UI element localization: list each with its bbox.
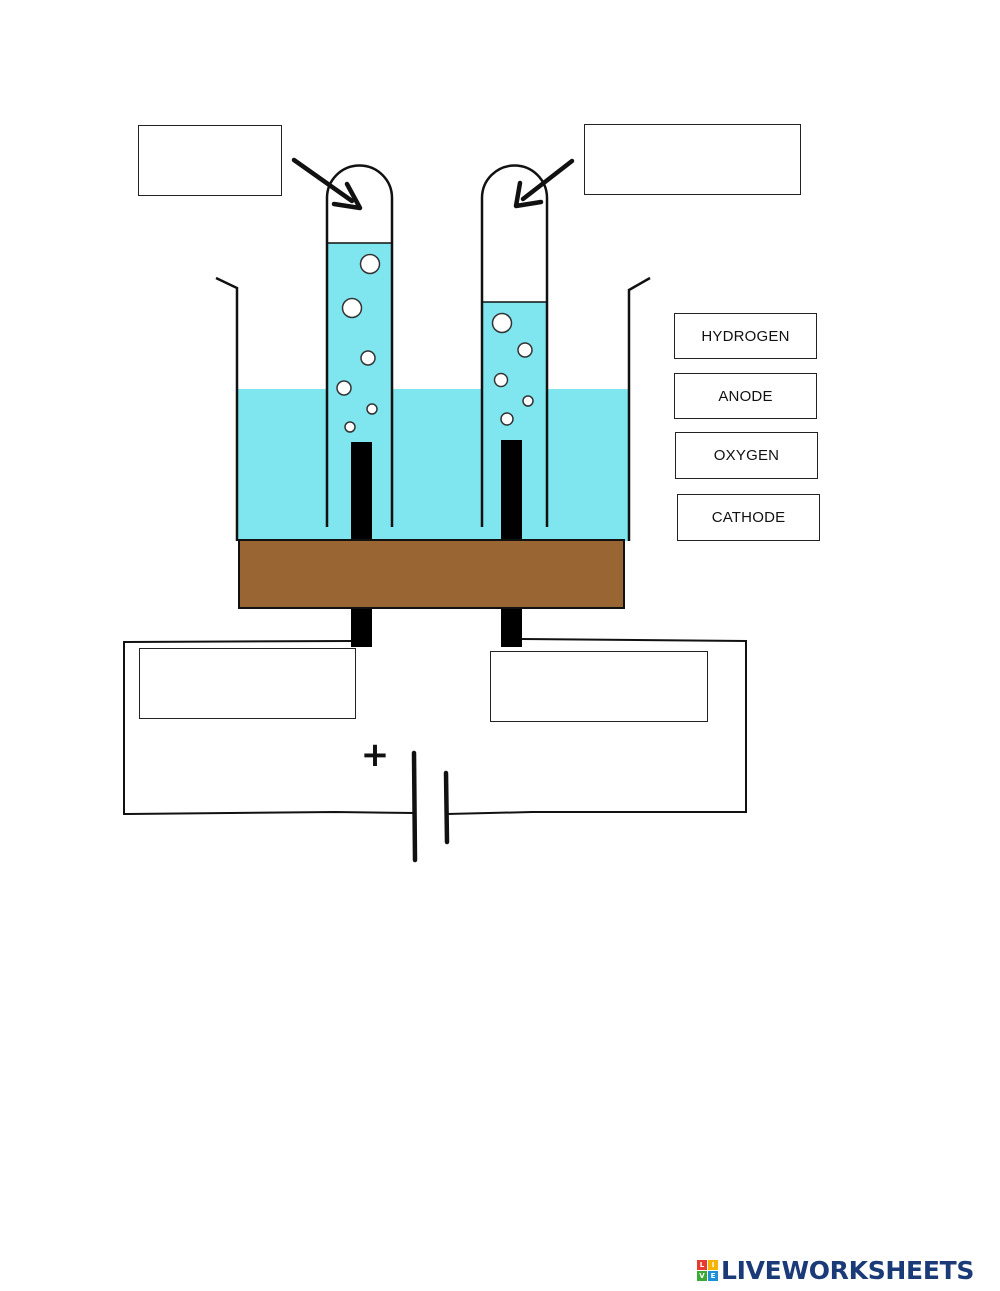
beaker (215, 276, 651, 541)
gas-bubbles (336, 253, 534, 433)
circuit-wire (123, 638, 747, 816)
right-electrode-drop-box[interactable] (490, 651, 708, 722)
right-gas-drop-box[interactable] (584, 124, 801, 195)
liveworksheets-logo: L I V E LIVEWORKSHEETS (697, 1255, 974, 1285)
left-test-tube (325, 164, 394, 527)
cathode-label[interactable]: CATHODE (677, 494, 820, 541)
oxygen-label[interactable]: OXYGEN (675, 432, 818, 479)
beaker-base (238, 539, 625, 609)
hydrogen-label[interactable]: HYDROGEN (674, 313, 817, 359)
right-arrow-icon (513, 158, 575, 209)
liveworksheets-logo-text: LIVEWORKSHEETS (721, 1255, 975, 1285)
battery-symbol (411, 750, 450, 863)
left-gas-drop-box[interactable] (138, 125, 282, 196)
positive-sign: + (361, 735, 390, 775)
left-arrow-icon (291, 157, 363, 211)
left-electrode-drop-box[interactable] (139, 648, 356, 719)
anode-label[interactable]: ANODE (674, 373, 817, 419)
liveworksheets-logo-icon: L I V E (697, 1259, 718, 1281)
beaker-water (237, 389, 629, 541)
right-test-tube (480, 164, 549, 527)
